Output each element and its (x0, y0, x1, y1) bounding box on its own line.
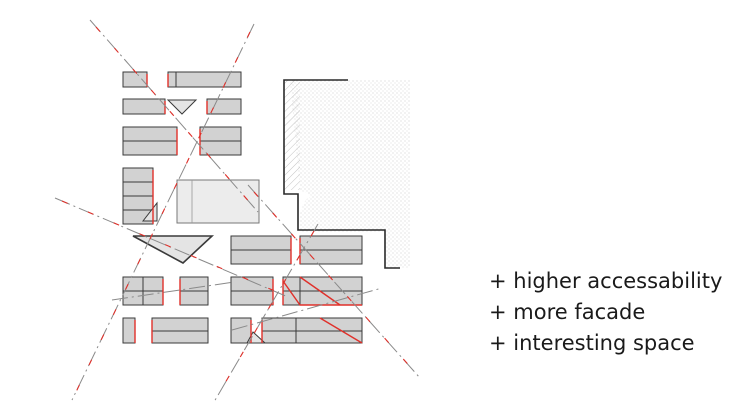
benefit-space: + interesting space (489, 331, 695, 355)
building-block (132, 235, 215, 264)
benefit-accessibility: + higher accessability (489, 269, 723, 293)
building-block (122, 317, 136, 344)
building-block (166, 99, 198, 115)
building-block (122, 71, 148, 88)
building-block (206, 98, 242, 115)
benefits-list: + higher accessability + more facade + i… (489, 266, 722, 359)
benefit-facade: + more facade (489, 300, 646, 324)
building-blocks (122, 71, 363, 344)
park-edge (283, 79, 400, 269)
building-block (122, 98, 166, 115)
central-square (176, 179, 260, 224)
building-block (230, 317, 252, 344)
new-facades (134, 74, 363, 344)
axis-red-dashes (61, 26, 415, 396)
park-area (283, 79, 410, 269)
